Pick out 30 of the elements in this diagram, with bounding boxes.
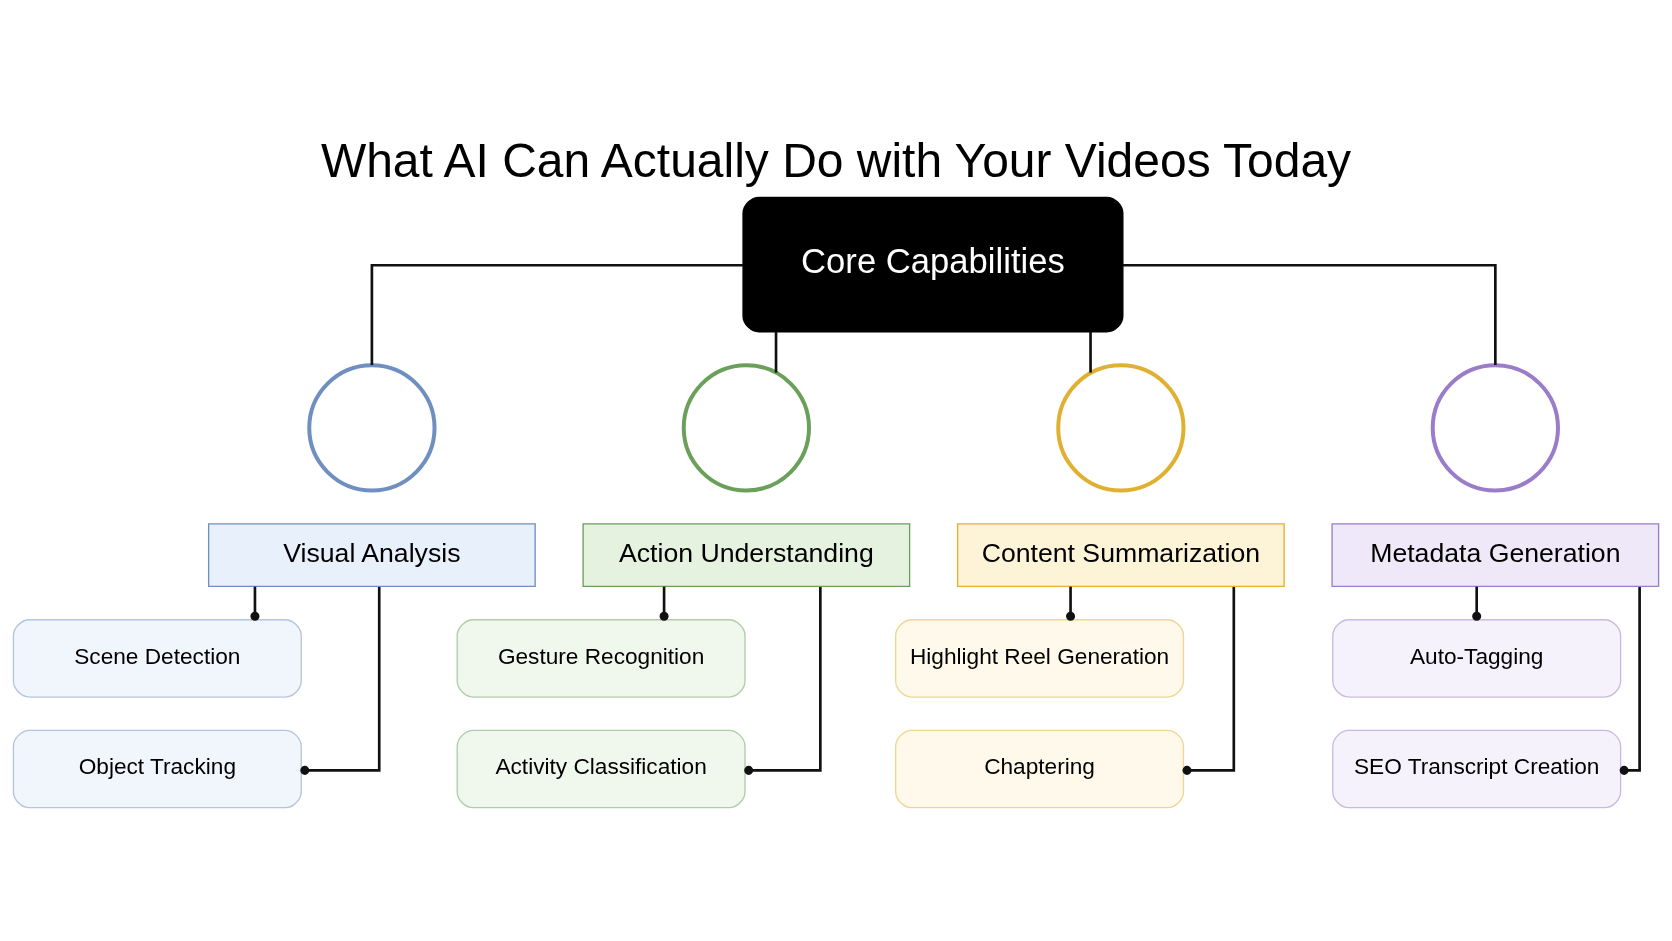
connector (250, 586, 260, 621)
node-box: Chaptering (894, 729, 1185, 809)
node-circle (307, 363, 437, 493)
connector (1089, 331, 1092, 373)
node-box: Action Understanding (582, 523, 911, 588)
node-box: Visual Analysis (207, 523, 536, 588)
connector (370, 263, 743, 365)
node-box: Object Tracking (12, 729, 302, 809)
connector (774, 331, 778, 373)
connector (1472, 586, 1482, 621)
connector (1122, 263, 1497, 365)
node-box: Core Capabilities (742, 196, 1124, 333)
connector (1619, 586, 1641, 775)
node-circle (1056, 363, 1186, 493)
node-box: SEO Transcript Creation (1332, 729, 1622, 809)
node-box: Gesture Recognition (456, 619, 746, 698)
node-box: Highlight Reel Generation (894, 619, 1185, 698)
node-box: Content Summarization (956, 523, 1285, 588)
connector (1066, 586, 1076, 621)
node-circle (1430, 363, 1560, 493)
node-box: Activity Classification (456, 729, 746, 809)
diagram-title: What AI Can Actually Do with Your Videos Today (320, 134, 1352, 188)
connector (300, 586, 381, 775)
connector (659, 586, 669, 621)
node-box: Scene Detection (12, 619, 302, 698)
node-box: Metadata Generation (1331, 523, 1660, 588)
node-circle (681, 363, 811, 493)
node-box: Auto-Tagging (1332, 619, 1622, 698)
connector (1182, 586, 1236, 775)
connector (744, 586, 822, 775)
